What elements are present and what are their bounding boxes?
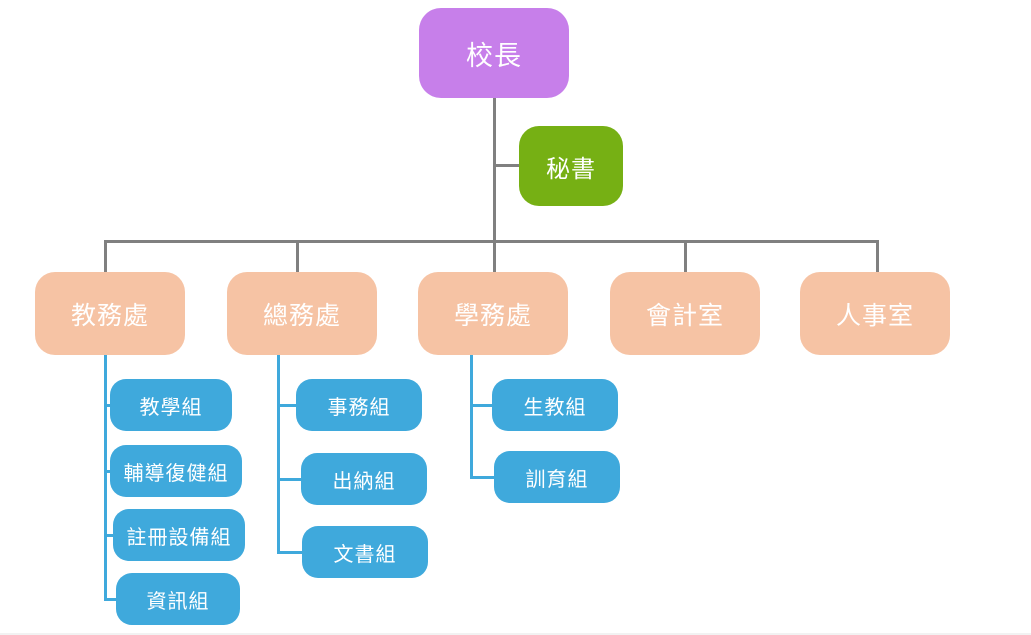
bottom-edge-divider [0, 633, 1031, 635]
node-unit-affairs-section[interactable]: 事務組 [296, 379, 422, 431]
connector-general-stub-2 [277, 478, 305, 481]
node-department-accounting-office[interactable]: 會計室 [610, 272, 760, 355]
connector-secretary-stub [493, 164, 521, 167]
node-department-personnel-office[interactable]: 人事室 [800, 272, 950, 355]
connector-drop-academic [104, 240, 107, 272]
node-secretary[interactable]: 秘書 [519, 126, 623, 206]
connector-principal-stem [493, 96, 496, 242]
node-unit-cashier-section[interactable]: 出納組 [301, 453, 427, 505]
node-department-general-affairs[interactable]: 總務處 [227, 272, 377, 355]
node-unit-teaching-section[interactable]: 教學組 [110, 379, 232, 431]
connector-general-spine [277, 354, 280, 554]
connector-student-spine [470, 354, 473, 479]
node-unit-counseling-rehab-section[interactable]: 輔導復健組 [110, 445, 242, 497]
node-department-student-affairs[interactable]: 學務處 [418, 272, 568, 355]
connector-department-bus [104, 240, 879, 243]
connector-general-stub-1 [277, 404, 305, 407]
connector-drop-general [296, 240, 299, 272]
node-unit-information-section[interactable]: 資訊組 [116, 573, 240, 625]
node-unit-guidance-section[interactable]: 訓育組 [494, 451, 620, 503]
connector-student-stub-2 [470, 476, 498, 479]
connector-drop-student [493, 240, 496, 272]
connector-student-stub-1 [470, 404, 498, 407]
node-unit-documents-section[interactable]: 文書組 [302, 526, 428, 578]
node-principal[interactable]: 校長 [419, 8, 569, 98]
connector-academic-spine [104, 354, 107, 600]
connector-drop-personnel [876, 240, 879, 272]
node-department-academic-affairs[interactable]: 教務處 [35, 272, 185, 355]
node-unit-discipline-section[interactable]: 生教組 [492, 379, 618, 431]
connector-general-stub-3 [277, 551, 305, 554]
connector-drop-accounting [684, 240, 687, 272]
node-unit-registration-equipment-section[interactable]: 註冊設備組 [113, 509, 245, 561]
